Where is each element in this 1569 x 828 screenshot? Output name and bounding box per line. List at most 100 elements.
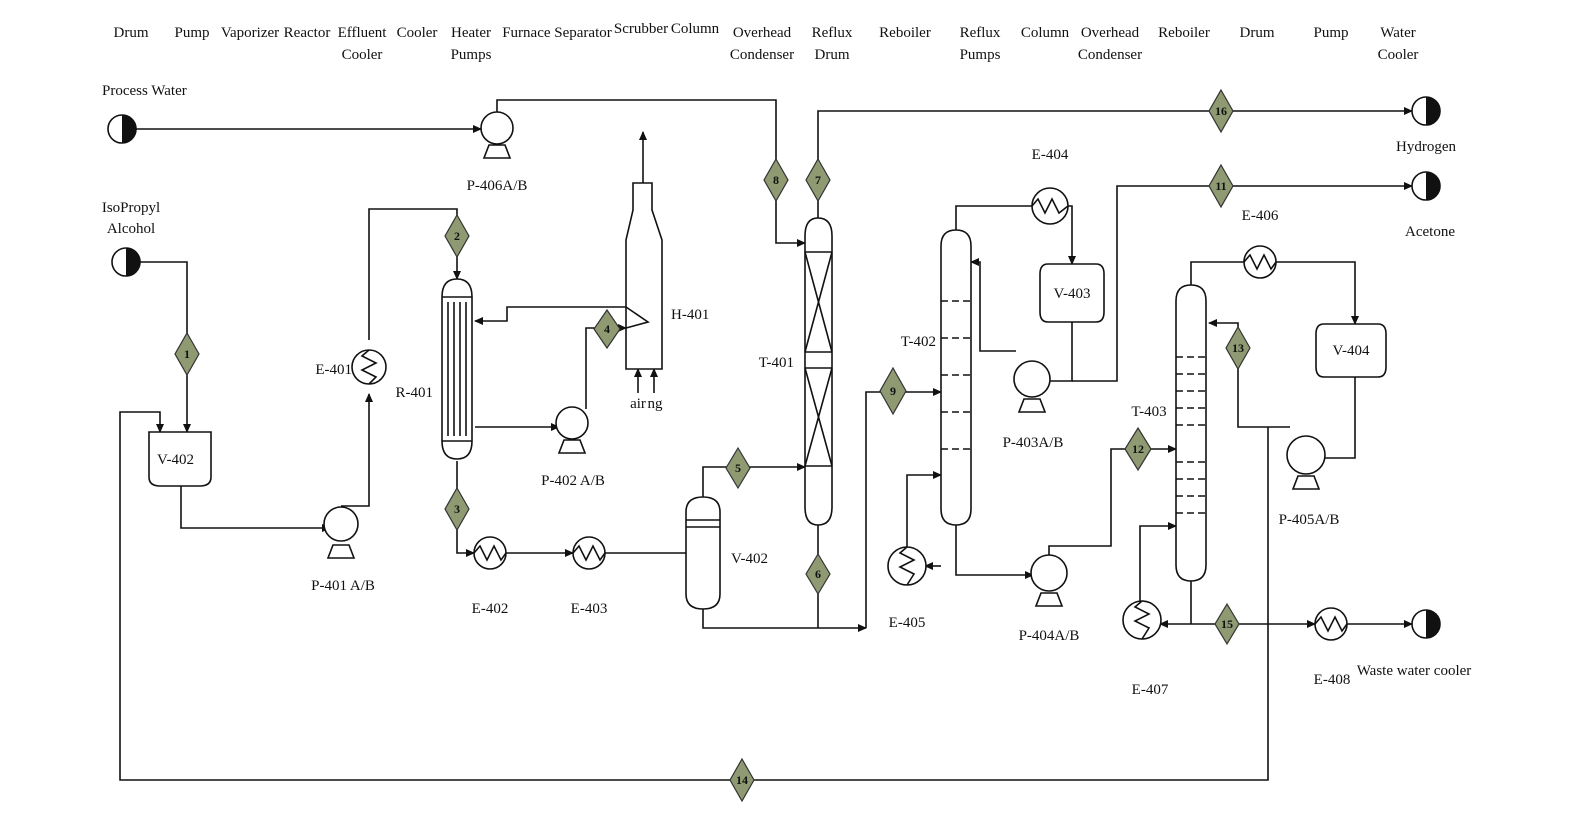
e401-label: E-401	[315, 362, 352, 378]
stream-12: 12	[1124, 426, 1152, 472]
terminal-hydrogen: Hydrogen	[1396, 96, 1456, 155]
stream-5-label: 5	[735, 461, 741, 475]
ng-label: ng	[648, 396, 664, 412]
header-furnace-separator: Furnace Separator	[502, 25, 612, 41]
h401-label: H-401	[671, 307, 709, 323]
stream-11-label: 11	[1215, 179, 1226, 193]
p404-pump: P-404A/B	[1019, 554, 1080, 644]
terminal-process-water: Process Water	[102, 83, 187, 144]
stream-6-label: 6	[815, 567, 821, 581]
stream-2: 2	[444, 213, 470, 259]
e405-label: E-405	[889, 615, 926, 631]
stream-15-label: 15	[1221, 617, 1233, 631]
acetone-label: Acetone	[1405, 224, 1455, 240]
header-cooler-1: Cooler	[397, 25, 438, 41]
process-water-label: Process Water	[102, 83, 187, 99]
stream-15: 15	[1214, 602, 1240, 646]
r401-label: R-401	[396, 385, 434, 401]
header-pump-2: Pump	[1313, 25, 1348, 41]
p403-pump: P-403A/B	[1003, 360, 1064, 451]
header-reboiler-2: Reboiler	[1158, 25, 1210, 41]
v402-separator-label: V-402	[731, 551, 768, 567]
stream-5: 5	[725, 446, 751, 490]
e403-exchanger: E-403	[571, 536, 608, 617]
stream-8-label: 8	[773, 173, 779, 187]
stream-4: 4	[593, 308, 621, 350]
stream-3-label: 3	[454, 502, 460, 516]
v403-label: V-403	[1054, 286, 1091, 302]
stream-9-label: 9	[890, 384, 896, 398]
header-pump-1: Pump	[174, 25, 209, 41]
stream-8: 8	[763, 157, 789, 203]
e401-exchanger: E-401	[315, 349, 387, 385]
p405-pump: P-405A/B	[1279, 435, 1340, 528]
header-drum-2: Drum	[1240, 25, 1275, 41]
stream-11: 11	[1208, 163, 1234, 209]
e404-exchanger: E-404	[1031, 147, 1069, 225]
process-lines	[119, 99, 1413, 781]
t402-column: T-402	[901, 229, 972, 526]
t401-scrubber: T-401	[759, 217, 833, 526]
t403-label: T-403	[1131, 404, 1166, 420]
e408-exchanger: E-408	[1314, 607, 1351, 688]
h401-furnace: H-401 air ng	[625, 182, 709, 412]
p403-label: P-403A/B	[1003, 435, 1064, 451]
stream-14-label: 14	[736, 773, 748, 787]
hydrogen-label: Hydrogen	[1396, 139, 1456, 155]
header-reactor: Reactor	[284, 25, 331, 41]
e406-exchanger: E-406	[1242, 208, 1279, 279]
v403-drum: V-403	[1039, 263, 1105, 323]
v402-drum: V-402	[148, 431, 212, 487]
stream-16: 16	[1208, 88, 1234, 134]
stream-2-label: 2	[454, 229, 460, 243]
header-column-2: Column	[1021, 25, 1070, 41]
stream-1-label: 1	[184, 347, 190, 361]
e407-exchanger: E-407	[1122, 600, 1169, 698]
header-reboiler-1: Reboiler	[879, 25, 931, 41]
waste-water-label: Waste water cooler	[1357, 663, 1472, 679]
e408-label: E-408	[1314, 672, 1351, 688]
p402-label: P-402 A/B	[541, 473, 605, 489]
p406-label: P-406A/B	[467, 178, 528, 194]
header-scrubber: Scrubber	[614, 21, 668, 37]
p406-pump: P-406A/B	[467, 111, 528, 194]
e403-label: E-403	[571, 601, 608, 617]
stream-7-label: 7	[815, 173, 821, 187]
r401-reactor: R-401	[396, 278, 473, 460]
stream-13: 13	[1225, 325, 1251, 371]
v404-label: V-404	[1333, 343, 1370, 359]
header-vaporizer: Vaporizer	[221, 25, 279, 41]
e406-label: E-406	[1242, 208, 1279, 224]
terminal-acetone: Acetone	[1405, 171, 1455, 240]
e402-exchanger: E-402	[472, 536, 508, 617]
t402-label: T-402	[901, 334, 936, 350]
e404-label: E-404	[1032, 147, 1069, 163]
p401-label: P-401 A/B	[311, 578, 375, 594]
p404-label: P-404A/B	[1019, 628, 1080, 644]
header-column-1: Column	[671, 21, 720, 37]
t403-column: T-403	[1131, 284, 1207, 582]
header-drum-1: Drum	[114, 25, 149, 41]
e407-label: E-407	[1132, 682, 1169, 698]
v404-drum: V-404	[1315, 323, 1387, 378]
p405-label: P-405A/B	[1279, 512, 1340, 528]
t401-label: T-401	[759, 355, 794, 371]
stream-3: 3	[444, 486, 470, 532]
air-label: air	[630, 396, 646, 412]
stream-6: 6	[805, 552, 831, 596]
v402-separator: V-402	[685, 496, 768, 610]
stream-4-label: 4	[604, 322, 610, 336]
terminal-waste-water: Waste water cooler	[1357, 609, 1472, 679]
stream-9: 9	[879, 366, 907, 416]
